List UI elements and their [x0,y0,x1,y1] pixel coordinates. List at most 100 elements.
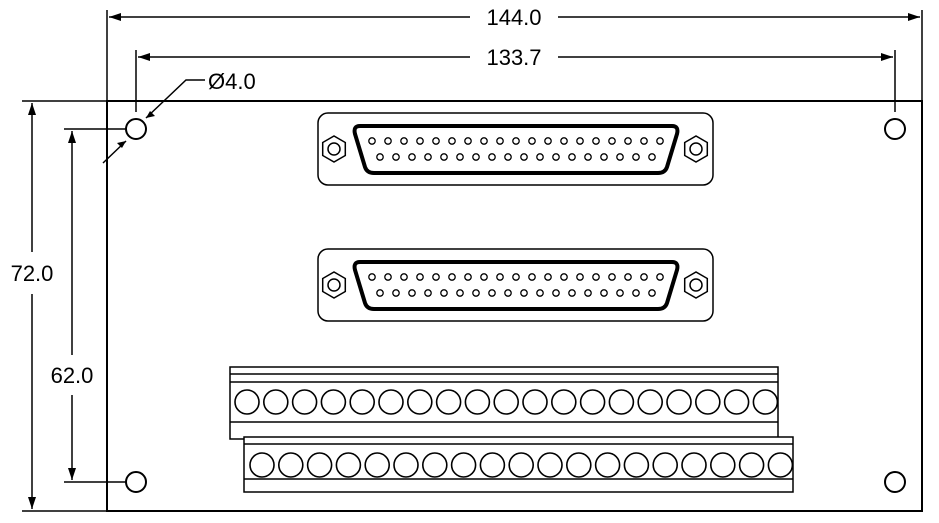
leader-arrow-out [146,111,155,118]
connector-pin [408,289,416,297]
terminal-screw [767,452,794,478]
terminal-screw [694,389,721,415]
terminal-screw [406,389,433,415]
terminal-screw [752,389,779,415]
connector-pin [464,137,472,145]
terminal-screw [681,452,707,478]
connector-pin [368,273,376,281]
connector-pin [544,137,552,145]
connector-pin [584,153,592,161]
terminal-screw [262,389,289,415]
connector-pin [456,289,464,297]
terminal-screw [349,389,376,415]
connector-pin [384,273,392,281]
connector-pin [600,289,608,297]
connector-pin [608,137,616,145]
connector-pin [624,137,632,145]
mounting-holes [125,118,906,493]
connector-pin [480,137,488,145]
terminal-screw [464,389,491,415]
terminal-screw [623,452,650,478]
overall-height-label: 72.0 [11,261,54,286]
terminal-screw [709,452,736,478]
connector-pin [632,289,640,297]
connector-pin [488,153,496,161]
screw-hole [327,142,341,156]
terminal-screw [738,452,765,478]
connector-pin [456,153,464,161]
connector-pin [432,273,440,281]
connector-pin [656,137,664,145]
connector-pin [480,273,488,281]
connector-pin [416,273,424,281]
screw-hole [689,142,703,156]
terminal-block [243,436,794,493]
connector-pin [384,137,392,145]
connector-pin [640,137,648,145]
terminal-screw [565,452,592,478]
terminal-screw [306,452,333,478]
connector-pin [536,153,544,161]
terminal-screw [723,389,750,415]
connector-pin [648,289,656,297]
terminal-screw [666,389,692,415]
terminal-screw [522,389,548,415]
terminal-screw [652,452,679,478]
terminal-screw [435,389,462,415]
terminal-block [229,366,779,440]
terminal-screw [393,452,419,478]
mounting-hole-top-right [884,118,906,140]
terminal-screw [364,452,391,478]
terminal-screw [320,389,347,415]
connector-pin [592,137,600,145]
terminal-blocks-layer [229,366,794,493]
connector-pin [632,153,640,161]
connector-pin [376,289,384,297]
connector-pin [424,289,432,297]
connector-pin [504,153,512,161]
connector-pin [368,137,376,145]
connector-pin [432,137,440,145]
terminal-screw [637,389,664,415]
extension-lines [22,10,923,512]
connector-pin [600,153,608,161]
overall-width-label: 144.0 [486,5,541,30]
connector-pin [448,273,456,281]
terminal-screw [579,389,606,415]
connector-pin [496,137,504,145]
terminal-screw [608,389,635,415]
connector-pin [616,289,624,297]
connector-pin [608,273,616,281]
connector-pin [528,137,536,145]
terminal-screw [421,452,448,478]
connector-pin [504,289,512,297]
connector-pin [640,273,648,281]
connector-pin [528,273,536,281]
mounting-hole-top-left [125,118,147,140]
hole-diameter-leader [102,79,205,164]
db-connector [317,112,714,186]
connector-pin [648,153,656,161]
leader-arrow-in [117,141,126,148]
terminal-screw [234,389,260,415]
hole-diameter-label: Ø4.0 [208,69,256,94]
terminal-screw [594,452,621,478]
terminal-screw [479,452,506,478]
connector-pin [472,153,480,161]
connector-pin [568,153,576,161]
terminal-screw [249,452,275,478]
terminal-screw [537,452,563,478]
connectors-layer [317,112,714,322]
terminal-screw [550,389,577,415]
connector-pin [576,137,584,145]
connector-pin [512,137,520,145]
connector-pin [520,289,528,297]
board-outline [106,100,923,512]
connector-pin [536,289,544,297]
terminal-screw [335,452,362,478]
connector-pin [560,137,568,145]
connector-pin [472,289,480,297]
connector-pin [392,153,400,161]
hole-spacing-y-label: 62.0 [51,363,94,388]
